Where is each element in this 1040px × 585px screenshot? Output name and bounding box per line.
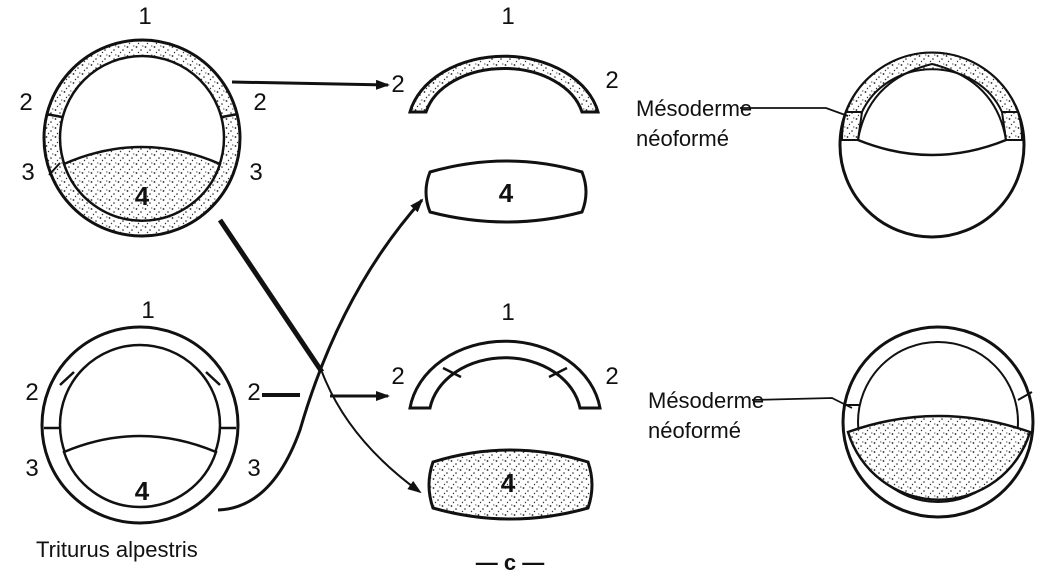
label-bottom-left-2-right: 2 (247, 379, 260, 406)
arrow-top-roof (231, 79, 390, 90)
mesoderm-label-top-line2: néoformé (636, 126, 729, 151)
leader-bottom (751, 397, 853, 409)
mesoderm-label-bottom-line1: Mésoderme (648, 388, 764, 413)
label-bottom-left-2-left: 2 (25, 379, 38, 406)
label-bottom-left-1: 1 (141, 297, 154, 324)
label-mid-lens-plain-4: 4 (499, 178, 514, 208)
label-mid-bottom-2-left: 2 (391, 363, 404, 390)
figure-label: — c — (476, 550, 544, 575)
label-mid-top-2-left: 2 (391, 71, 404, 98)
fragment-roof-stippled (408, 54, 600, 114)
label-mid-lens-stippled-4: 4 (501, 468, 516, 498)
label-mid-top-1: 1 (501, 3, 514, 30)
recombinant-bottom (841, 325, 1035, 519)
label-top-left-3-left: 3 (21, 159, 34, 186)
label-top-left-2-left: 2 (19, 89, 32, 116)
embryo-bottom-left (40, 325, 240, 525)
label-top-left-4: 4 (135, 181, 150, 211)
label-bottom-left-3-right: 3 (247, 455, 260, 482)
label-bottom-left-4: 4 (135, 476, 150, 506)
leader-top (740, 107, 849, 117)
fragment-vegetal-stippled (427, 448, 594, 521)
label-mid-top-2-right: 2 (605, 67, 618, 94)
connector-top-to-cross (217, 218, 325, 374)
arrow-bottom-to-plain-lens (217, 198, 424, 512)
label-mid-bottom-1: 1 (501, 299, 514, 326)
embryo-top-left (42, 38, 242, 238)
label-top-left-1: 1 (138, 3, 151, 30)
fragment-vegetal-plain (424, 159, 588, 224)
arrow-cross-to-stippled-lens (321, 371, 422, 494)
label-mid-bottom-2-right: 2 (605, 363, 618, 390)
label-top-left-3-right: 3 (249, 159, 262, 186)
mesoderm-label-bottom-line2: néoformé (648, 418, 741, 443)
recombinant-top (838, 51, 1026, 239)
label-bottom-left-3-left: 3 (25, 455, 38, 482)
mesoderm-label-top-line1: Mésoderme (636, 96, 752, 121)
fragment-roof-plain (408, 339, 602, 410)
label-top-left-2-right: 2 (253, 89, 266, 116)
caption-species: Triturus alpestris (36, 537, 198, 562)
